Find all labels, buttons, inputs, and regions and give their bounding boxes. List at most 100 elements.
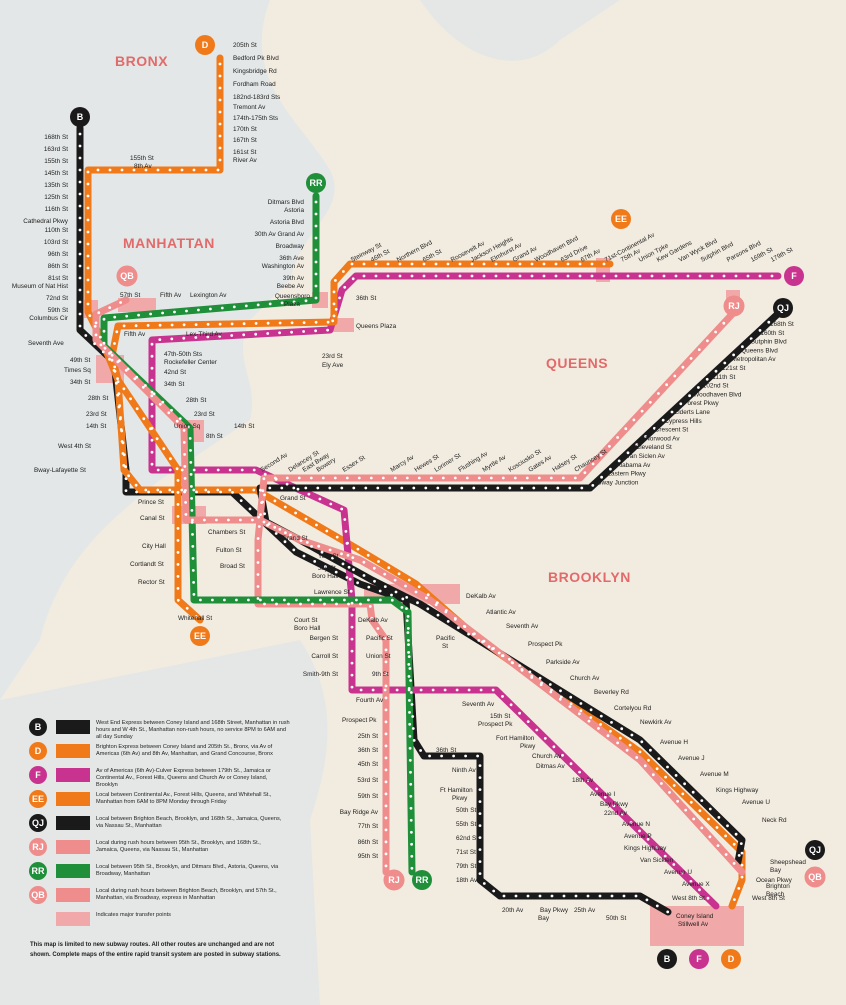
station-dot [182,441,186,444]
station-dot [176,551,180,554]
station-dot [343,598,346,602]
station-dot [409,782,413,786]
legend-text: Brighton Express between Coney Island an… [96,744,273,757]
station-dot [525,476,529,480]
station-dot [180,168,184,172]
station-dot [722,321,726,325]
station-dot [204,488,208,492]
station-dot [113,365,117,369]
station-dot [448,486,452,490]
station-dot [426,593,430,597]
station-label: Chambers St [208,529,246,536]
station-dot [218,322,222,326]
station-dot [350,601,354,605]
legend-text-line: Continental Av., Forest Hills, Queens an… [96,775,268,781]
station-dot [149,312,153,316]
station-dot [350,613,354,617]
station-label: Cortelyou Rd [614,705,652,712]
station-dot [446,620,450,623]
station-dot [257,515,261,519]
route-bullet-f-end: F [689,949,709,969]
station-dot [135,490,139,494]
station-dot [256,537,260,540]
station-dot [714,330,717,334]
station-label: Crescent St [655,427,689,434]
station-dot [266,321,270,325]
station-dot [705,377,709,381]
route-bullet-f-right: F [784,266,804,286]
station-dot [478,764,482,767]
station-dot [117,392,121,395]
station-dot [78,324,82,328]
station-dot [587,719,591,723]
station-dot [256,597,260,600]
station-label: Prospect Pk [478,721,513,728]
station-dot [273,476,277,480]
station-dot [470,274,474,278]
station-dot [304,486,308,490]
station-dot [660,782,663,785]
station-dot [319,598,322,602]
station-dot [708,835,712,839]
station-label: Metropolitan Av [732,356,777,363]
station-dot [162,447,166,451]
station-dot [180,468,184,472]
route-bullet-qj-right: QJ [773,298,793,318]
labels-bronx: 205th St Bedford Pk Blvd Kingsbridge Rd … [233,42,280,164]
station-dot [78,192,82,196]
station-dot [340,552,343,556]
station-dot [616,436,619,439]
harbor-water [0,640,328,1005]
station-label: Lex-Third Av [186,331,223,338]
station-label: 205th St [233,42,257,49]
station-dot [124,477,128,480]
legend-text-line: Indicates major transfer points [96,912,171,918]
station-dot [562,894,566,898]
station-label: Atlantic Av [486,609,517,616]
legend-text: West End Express between Coney Island an… [96,720,290,740]
station-label: Seventh Ave [28,340,64,347]
station-label: 95th St [358,853,378,860]
station-dot [334,279,337,282]
station-dot [263,512,266,516]
station-label: St [442,643,448,650]
station-dot [628,743,632,747]
station-dot [625,748,629,752]
station-dot [185,606,189,610]
station-dot [324,565,327,569]
station-dot [538,894,542,898]
station-dot [176,515,180,518]
station-label: 36th St [356,295,376,302]
station-dot [329,502,333,506]
station-dot [408,711,411,714]
station-label: 160th St [760,330,784,337]
station-dot [580,486,584,490]
station-dot [185,309,188,313]
station-dot [441,476,445,480]
station-dot [147,490,151,494]
station-dot [741,345,744,349]
footnote-line-2: shown. Complete maps of the entire rapid… [30,952,281,958]
station-dot [384,744,388,748]
station-dot [595,787,599,791]
station-dot [78,264,82,268]
station-label: River Av [233,157,257,164]
station-dot [770,274,774,278]
station-dot [191,545,195,548]
station-dot [737,854,741,857]
station-dot [583,471,587,475]
station-dot [508,486,512,490]
station-dot [326,320,330,324]
station-dot [240,468,244,472]
station-dot [146,324,150,327]
station-dot [259,488,262,492]
station-dot [458,274,462,278]
bullet-circle [723,295,745,317]
route-bullet-d-top: D [195,35,215,55]
station-dot [176,479,180,482]
legend-text: Local between Continental Av., Forest Hi… [96,792,272,805]
station-dot [318,497,322,501]
station-dot [94,333,98,337]
legend-bullet [29,886,47,904]
